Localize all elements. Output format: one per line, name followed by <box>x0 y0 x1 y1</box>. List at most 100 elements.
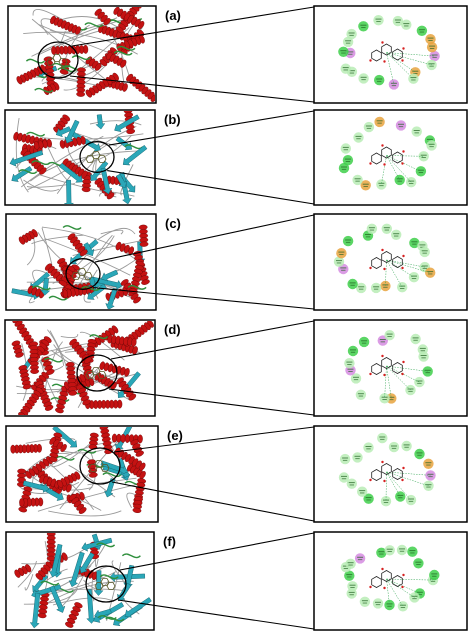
residue-glyph <box>346 361 353 363</box>
zoom-line <box>117 599 315 630</box>
interaction-line <box>386 52 414 79</box>
oxygen-atom <box>402 254 405 258</box>
residue-disc <box>338 46 349 57</box>
zoom-line <box>111 481 315 522</box>
oxygen-atom <box>369 266 372 270</box>
residue-glyph <box>430 580 436 582</box>
residue-glyph <box>336 260 342 262</box>
residue-glyph <box>355 180 360 182</box>
residue-glyph <box>411 79 416 81</box>
bound-ligand <box>85 151 107 163</box>
residue-disc <box>414 376 425 388</box>
residue-disc <box>410 333 421 345</box>
oxygen-atom <box>381 248 384 252</box>
residue-glyph <box>429 146 434 148</box>
residue-glyph <box>340 50 347 52</box>
binding-site-circle <box>37 41 79 79</box>
residue-disc <box>425 34 436 45</box>
beta-strand <box>104 478 116 498</box>
residue-glyph <box>348 32 355 34</box>
residue-glyph <box>413 130 420 131</box>
residue-glyph <box>427 271 434 273</box>
interaction-line <box>386 52 416 73</box>
alpha-helix <box>18 387 44 415</box>
interaction-frame <box>313 109 468 206</box>
coil-segment <box>41 133 144 140</box>
residue-disc <box>354 553 366 564</box>
residue-disc <box>347 581 358 592</box>
residue-glyph <box>339 254 344 255</box>
residue-disc <box>357 486 368 497</box>
residue-disc <box>373 15 384 26</box>
beta-strand <box>124 597 152 618</box>
interaction-frame <box>313 425 468 523</box>
loop-segment <box>89 334 109 339</box>
residue-glyph <box>357 559 363 561</box>
loop-segment <box>121 553 141 559</box>
residue-disc <box>418 151 429 162</box>
loop-segment <box>116 45 136 51</box>
coil-segment <box>46 568 68 581</box>
residue-disc <box>358 336 370 348</box>
binding-site-circle <box>76 354 118 392</box>
beta-strand <box>11 166 33 182</box>
residue-glyph <box>412 337 419 339</box>
residue-disc <box>342 155 354 166</box>
alpha-helix <box>130 439 144 457</box>
zoom-line <box>108 110 315 146</box>
residue-glyph <box>418 172 424 173</box>
residue-glyph <box>391 445 397 447</box>
oxygen-atom <box>383 373 386 377</box>
residue-glyph <box>424 369 431 371</box>
residue-disc <box>344 570 355 581</box>
residue-disc <box>346 478 357 489</box>
residue-glyph <box>431 54 438 56</box>
residue-glyph <box>412 243 417 245</box>
panel-d: (d) <box>4 319 468 417</box>
residue-glyph <box>349 34 354 36</box>
residue-glyph <box>383 227 390 229</box>
residue-disc <box>372 598 384 609</box>
residue-glyph <box>396 178 403 180</box>
residue-glyph <box>431 573 438 575</box>
alpha-helix <box>65 361 78 396</box>
residue-glyph <box>416 452 423 454</box>
coil-segment <box>23 587 79 605</box>
zoom-line <box>69 75 315 103</box>
residue-glyph <box>348 53 353 55</box>
residue-glyph <box>432 56 437 58</box>
ligand-ring <box>381 357 392 369</box>
residue-glyph <box>361 342 367 344</box>
alpha-helix <box>10 443 42 454</box>
residue-glyph <box>391 447 397 449</box>
residue-glyph <box>421 357 426 359</box>
residue-disc <box>419 246 430 258</box>
loop-segment <box>31 285 51 291</box>
alpha-helix <box>35 561 54 581</box>
oxygen-atom <box>401 372 404 376</box>
residue-glyph <box>349 594 354 596</box>
residue-glyph <box>421 157 426 158</box>
residue-disc <box>411 126 422 137</box>
residue-disc <box>358 21 369 32</box>
residue-glyph <box>341 269 346 271</box>
binding-site-circle <box>65 258 101 290</box>
residue-glyph <box>428 143 435 145</box>
coil-segment <box>72 239 145 257</box>
residue-disc <box>405 384 416 396</box>
residue-disc <box>370 282 382 294</box>
panel-a: (a) <box>7 5 468 104</box>
residue-glyph <box>355 135 362 137</box>
interaction-line <box>386 155 400 181</box>
residue-disc <box>342 36 354 48</box>
residue-disc <box>384 599 395 611</box>
residue-disc <box>347 345 359 357</box>
residue-glyph <box>373 286 380 288</box>
coil-segment <box>98 227 136 240</box>
residue-glyph <box>414 132 419 134</box>
oxygen-atom <box>401 266 404 270</box>
coil-segment <box>79 331 125 361</box>
residue-glyph <box>338 251 345 253</box>
alpha-helix <box>87 459 98 478</box>
